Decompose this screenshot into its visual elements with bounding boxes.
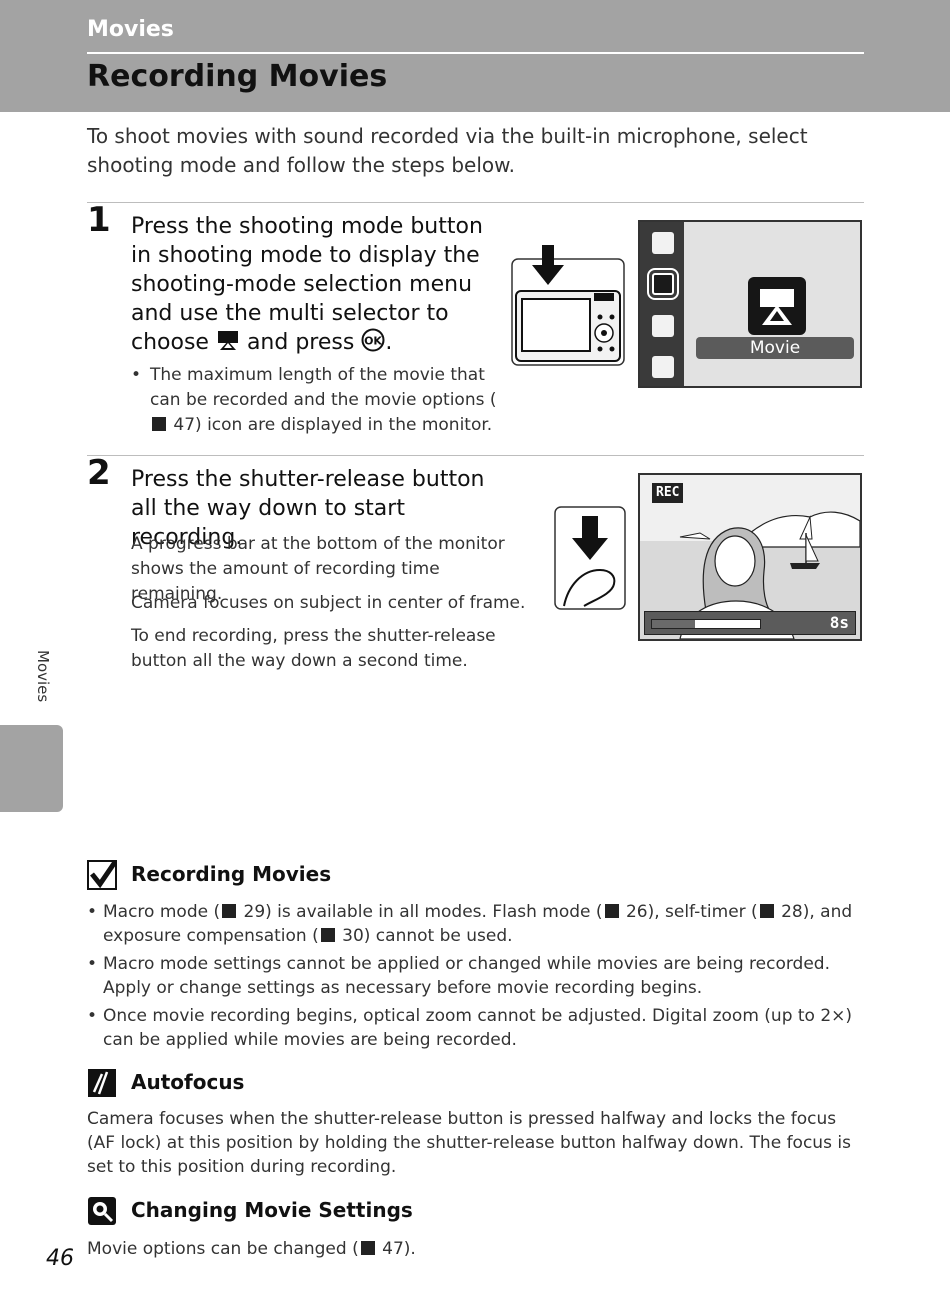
- note-bullet: • Macro mode ( 29) is available in all m…: [87, 902, 853, 946]
- step-2-title: Press the shutter-release button all the…: [131, 467, 485, 550]
- step-2-paragraph: A progress bar at the bottom of the moni…: [131, 534, 505, 604]
- progress-track: [651, 619, 761, 629]
- rec-indicator: REC: [652, 483, 684, 503]
- side-tab: [0, 725, 63, 812]
- movie-caption: Movie: [696, 337, 854, 359]
- note-title: Changing Movie Settings: [131, 1198, 413, 1222]
- recording-progress-bar: 8s: [644, 611, 856, 635]
- check-icon: [87, 860, 117, 890]
- page-reference-icon: [320, 928, 335, 942]
- mode-menu-strip: [640, 222, 684, 386]
- movie-mode-icon: [217, 331, 238, 350]
- progress-fill: [652, 620, 696, 628]
- camera-icon: [652, 356, 674, 378]
- smile-mode-icon: [652, 315, 674, 337]
- note-text-part: 47).: [376, 1239, 416, 1259]
- page-reference-icon: [759, 904, 774, 918]
- note-text: 29) is available in all modes. Flash mod…: [238, 902, 603, 922]
- step-1-title-text: Press the shooting mode button in shooti…: [131, 214, 483, 355]
- side-tab-label: Movies: [30, 650, 60, 710]
- step-1-title-mid: and press: [239, 330, 362, 355]
- side-tab-label-text: Movies: [34, 650, 52, 703]
- movie-icon-large: [748, 277, 806, 335]
- note-text: Once movie recording begins, optical zoo…: [103, 1006, 853, 1050]
- note-text: Macro mode (: [103, 902, 221, 922]
- caution-icon: [88, 1069, 116, 1097]
- page-reference-icon: [152, 417, 166, 431]
- divider: [87, 455, 864, 456]
- ok-button-icon: OK: [361, 328, 385, 352]
- mode-selection-screen: Movie: [638, 220, 862, 388]
- step-1-number: 1: [87, 200, 111, 240]
- intro-text: To shoot movies with sound recorded via …: [87, 124, 808, 177]
- note-text-part: Movie options can be changed (: [87, 1239, 359, 1259]
- note-text: 28), and exposure compensation (: [103, 902, 853, 946]
- step-1-bullet-text: The maximum length of the movie that can…: [150, 365, 497, 410]
- page-reference-icon: [222, 904, 237, 918]
- recording-screen: REC 8s: [638, 473, 862, 641]
- divider: [87, 202, 864, 203]
- scene-mode-icon: [652, 232, 674, 254]
- svg-text:OK: OK: [364, 335, 382, 348]
- movie-mode-selected-icon: [647, 268, 679, 300]
- page-number: 46: [46, 1246, 74, 1271]
- step-2-paragraph: Camera focuses on subject in center of f…: [131, 593, 526, 613]
- note-text: Camera focuses when the shutter-release …: [87, 1109, 851, 1177]
- header-rule: [87, 52, 864, 54]
- page-header: Movies Recording Movies: [0, 0, 950, 112]
- note-title: Autofocus: [131, 1070, 245, 1094]
- step-2-number: 2: [87, 453, 111, 493]
- time-remaining: 8s: [829, 613, 849, 632]
- note-title: Recording Movies: [131, 862, 332, 886]
- camera-back-illustration: [511, 245, 625, 366]
- note-text: Movie options can be changed ( 47).: [87, 1237, 867, 1261]
- section-label: Movies: [87, 17, 174, 42]
- step-1-bullet-text-end: 47) icon are displayed in the monitor.: [168, 415, 493, 435]
- step-1-bullet: • The maximum length of the movie that c…: [131, 365, 497, 435]
- note-text: 30) cannot be used.: [336, 926, 513, 946]
- page-reference-icon: [604, 904, 619, 918]
- note-text: Macro mode settings cannot be applied or…: [103, 954, 830, 998]
- shutter-press-illustration: [554, 506, 626, 610]
- note-bullet: • Once movie recording begins, optical z…: [87, 1004, 867, 1052]
- page-title: Recording Movies: [87, 59, 388, 94]
- step-2-paragraph: To end recording, press the shutter-rele…: [131, 626, 496, 671]
- reference-magnifier-icon: [88, 1197, 116, 1225]
- step-1-title-end: .: [385, 330, 393, 355]
- note-bullet: • Macro mode settings cannot be applied …: [87, 952, 867, 1000]
- note-text: 26), self-timer (: [620, 902, 758, 922]
- page-reference-icon: [360, 1241, 375, 1255]
- step-1-title: Press the shooting mode button in shooti…: [131, 212, 501, 357]
